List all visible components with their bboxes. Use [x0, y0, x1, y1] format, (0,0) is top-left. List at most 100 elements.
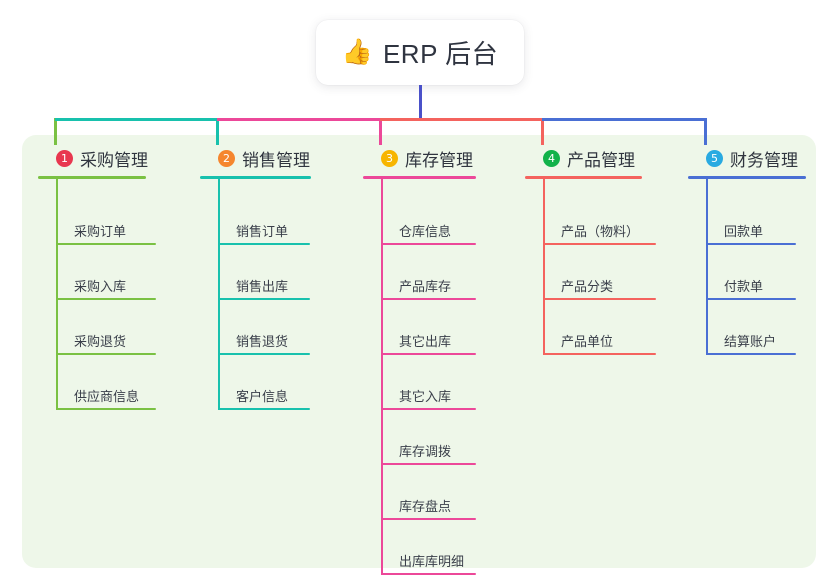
- branch-spine: [543, 177, 545, 355]
- branch-title-label: 采购管理: [80, 150, 148, 170]
- branch-drop-connector-5: [703, 118, 707, 145]
- root-node-label: ERP 后台: [382, 39, 499, 69]
- leaf-node-label: 采购退货: [74, 334, 127, 349]
- branch-header-rule: [688, 176, 806, 179]
- leaf-node[interactable]: 采购订单: [56, 195, 156, 245]
- leaf-node[interactable]: 产品分类: [543, 250, 656, 300]
- leaf-node-label: 出库库明细: [399, 554, 465, 569]
- leaf-node[interactable]: 客户信息: [218, 360, 310, 410]
- bus-segment-4: [380, 118, 544, 121]
- leaf-node[interactable]: 其它入库: [381, 360, 476, 410]
- leaf-node-label: 销售出库: [236, 279, 289, 294]
- leaf-node[interactable]: 产品库存: [381, 250, 476, 300]
- branch-采购管理: 1 采购管理采购订单采购入库采购退货供应商信息: [38, 145, 166, 410]
- leaf-node[interactable]: 仓库信息: [381, 195, 476, 245]
- leaf-node[interactable]: 出库库明细: [381, 525, 476, 575]
- leaf-node-rule: [381, 408, 476, 410]
- leaf-node-rule: [56, 408, 156, 410]
- leaf-node[interactable]: 销售退货: [218, 305, 310, 355]
- branch-产品管理: 4 产品管理产品（物料） 产品分类产品单位: [525, 145, 662, 355]
- leaf-node-label: 销售退货: [236, 334, 289, 349]
- branch-drop-connector-1: [53, 118, 57, 145]
- branch-header-rule: [200, 176, 311, 179]
- leaf-node-label: 仓库信息: [399, 224, 452, 239]
- leaf-node-label: 产品单位: [561, 334, 614, 349]
- branch-drop-connector-3: [378, 118, 382, 145]
- leaf-node-rule: [381, 243, 476, 245]
- leaf-node-rule: [56, 243, 156, 245]
- leaf-node-label: 供应商信息: [74, 389, 140, 404]
- branch-spine: [381, 177, 383, 575]
- branch-header-4[interactable]: 4 产品管理: [525, 145, 662, 171]
- branch-title-label: 销售管理: [242, 150, 310, 170]
- leaf-node-label: 其它出库: [399, 334, 452, 349]
- leaf-node-label: 采购入库: [74, 279, 127, 294]
- branch-title-label: 产品管理: [567, 150, 635, 170]
- leaf-node[interactable]: 库存盘点: [381, 470, 476, 520]
- leaf-node-rule: [218, 298, 310, 300]
- leaf-node[interactable]: 回款单: [706, 195, 796, 245]
- branch-header-3[interactable]: 3 库存管理: [363, 145, 496, 171]
- leaf-node-label: 产品（物料）: [561, 224, 640, 239]
- leaf-node[interactable]: 产品单位: [543, 305, 656, 355]
- leaf-node-label: 客户信息: [236, 389, 289, 404]
- branch-title-label: 财务管理: [730, 150, 798, 170]
- branch-drop-connector-2: [215, 118, 219, 145]
- leaf-node-rule: [381, 463, 476, 465]
- leaf-node-rule: [218, 408, 310, 410]
- branch-number-badge: 3: [381, 149, 398, 167]
- leaf-node-rule: [218, 353, 310, 355]
- bus-segment-3: [217, 118, 382, 121]
- leaf-node[interactable]: 库存调拨: [381, 415, 476, 465]
- leaf-node-rule: [218, 243, 310, 245]
- leaf-node[interactable]: 销售出库: [218, 250, 310, 300]
- leaf-node[interactable]: 供应商信息: [56, 360, 156, 410]
- branch-number-badge: 4: [543, 149, 560, 167]
- leaf-node-label: 付款单: [724, 279, 764, 294]
- leaf-node-label: 其它入库: [399, 389, 452, 404]
- branch-drop-connector-4: [540, 118, 544, 145]
- bus-segment-2: [55, 118, 219, 121]
- leaf-node-label: 产品分类: [561, 279, 614, 294]
- leaf-node-rule: [706, 353, 796, 355]
- leaf-node-label: 回款单: [724, 224, 764, 239]
- branch-header-1[interactable]: 1 采购管理: [38, 145, 166, 171]
- root-node[interactable]: 👍 ERP 后台: [316, 20, 524, 85]
- leaf-node-rule: [56, 298, 156, 300]
- branch-number-badge: 1: [56, 149, 73, 167]
- leaf-node[interactable]: 销售订单: [218, 195, 310, 245]
- branch-spine: [218, 177, 220, 410]
- branch-spine: [56, 177, 58, 410]
- leaf-node-label: 采购订单: [74, 224, 127, 239]
- leaf-node-rule: [706, 298, 796, 300]
- leaf-node-rule: [543, 243, 656, 245]
- leaf-node-label: 结算账户: [724, 334, 777, 349]
- leaf-node-rule: [381, 353, 476, 355]
- leaf-node-label: 销售订单: [236, 224, 289, 239]
- branches-panel: [22, 135, 816, 568]
- leaf-node-rule: [543, 298, 656, 300]
- branch-header-rule: [525, 176, 642, 179]
- leaf-node[interactable]: 付款单: [706, 250, 796, 300]
- leaf-node-rule: [56, 353, 156, 355]
- leaf-node[interactable]: 结算账户: [706, 305, 796, 355]
- leaf-node-rule: [381, 518, 476, 520]
- branch-spine: [706, 177, 708, 355]
- branch-title-label: 库存管理: [405, 150, 473, 170]
- bus-segment-5: [542, 118, 707, 121]
- leaf-node-label: 产品库存: [399, 279, 452, 294]
- leaf-node-rule: [381, 573, 476, 575]
- leaf-node-rule: [543, 353, 656, 355]
- thumbs-up-icon: 👍: [341, 38, 373, 66]
- leaf-node[interactable]: 采购退货: [56, 305, 156, 355]
- root-stem-connector: [418, 85, 422, 121]
- branch-header-rule: [38, 176, 146, 179]
- leaf-node[interactable]: 产品（物料）: [543, 195, 656, 245]
- leaf-node[interactable]: 采购入库: [56, 250, 156, 300]
- leaf-node[interactable]: 其它出库: [381, 305, 476, 355]
- leaf-node-rule: [706, 243, 796, 245]
